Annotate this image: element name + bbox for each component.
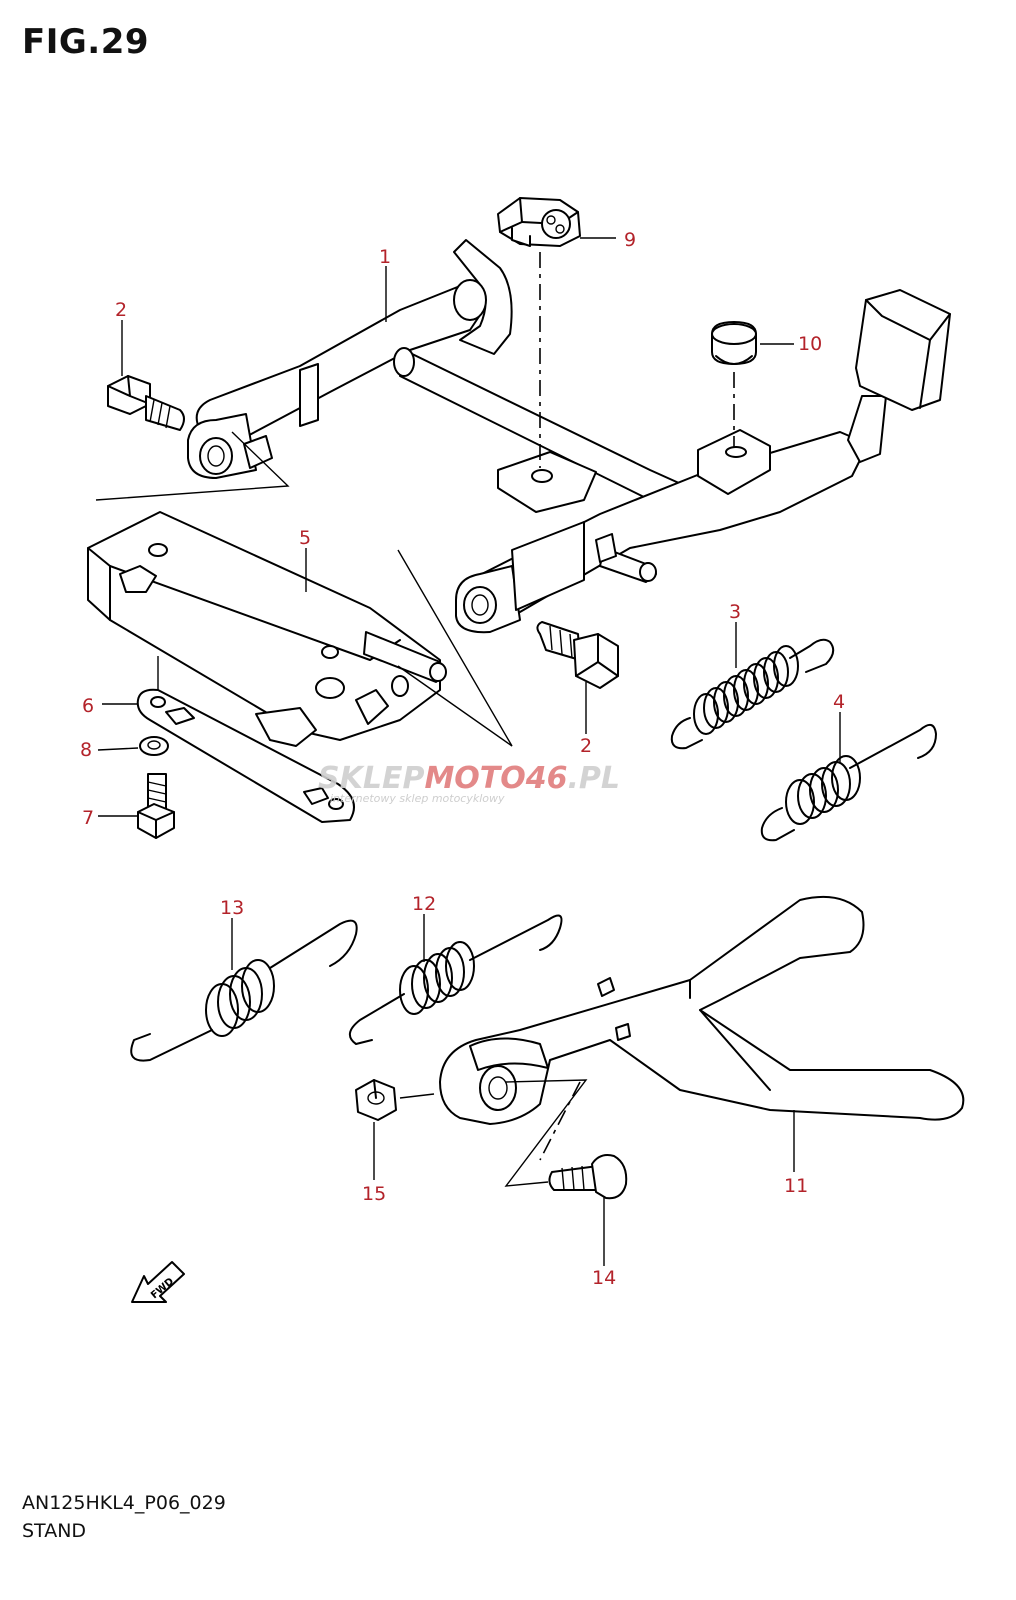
part-8-washer <box>139 736 169 756</box>
part-11-side-stand <box>439 895 965 1125</box>
callout-2-upper: 2 <box>115 299 127 321</box>
callout-6: 6 <box>82 695 94 717</box>
assembly-lines-upper-left <box>95 431 290 501</box>
figure-name: STAND <box>22 1520 87 1542</box>
part-1-main-stand <box>187 239 951 634</box>
callout-3: 3 <box>729 601 741 623</box>
callout-1: 1 <box>379 246 391 268</box>
part-14-bolt <box>548 1154 628 1200</box>
part-13-spring <box>130 919 358 1062</box>
watermark: SKLEPMOTO46.PL internetowy sklep motocyk… <box>318 761 620 805</box>
watermark-brand: SKLEPMOTO46.PL <box>318 761 620 796</box>
part-4-spring <box>760 723 937 842</box>
callout-7: 7 <box>82 807 94 829</box>
assembly-lines-right <box>397 549 513 747</box>
figure-title: FIG.29 <box>22 22 150 62</box>
callout-13: 13 <box>220 897 244 919</box>
part-12-spring <box>349 914 563 1045</box>
part-10-cap <box>711 321 757 365</box>
callout-15: 15 <box>362 1183 386 1205</box>
figure-model-code: AN125HKL4_P06_029 <box>22 1492 226 1514</box>
callout-12: 12 <box>412 893 436 915</box>
callout-9: 9 <box>624 229 636 251</box>
part-2-bolt-upper <box>107 375 185 431</box>
part-2-bolt-lower <box>536 621 619 689</box>
callout-numbers: 1 2 2 3 4 5 6 7 8 9 10 11 12 13 14 15 <box>80 229 845 1289</box>
callout-11: 11 <box>784 1175 808 1197</box>
assembly-lines-14 <box>504 1079 588 1187</box>
callout-2-lower: 2 <box>580 735 592 757</box>
part-7-bolt <box>137 773 175 839</box>
callout-leaders <box>97 237 841 1266</box>
callout-14: 14 <box>592 1267 616 1289</box>
callout-10: 10 <box>798 333 822 355</box>
watermark-tagline: internetowy sklep motocyklowy <box>330 792 505 805</box>
part-15-nut <box>355 1079 397 1121</box>
callout-5: 5 <box>299 527 311 549</box>
callout-8: 8 <box>80 739 92 761</box>
assembly-line-15 <box>399 1093 435 1099</box>
callout-4: 4 <box>833 691 845 713</box>
forward-direction-arrow: FWD <box>131 1261 185 1303</box>
part-3-spring <box>670 638 835 750</box>
part-5-bracket <box>87 511 447 747</box>
part-6-plate <box>136 688 355 823</box>
part-9-stopper <box>497 197 581 247</box>
assembly-line-14-dash <box>539 1081 581 1161</box>
